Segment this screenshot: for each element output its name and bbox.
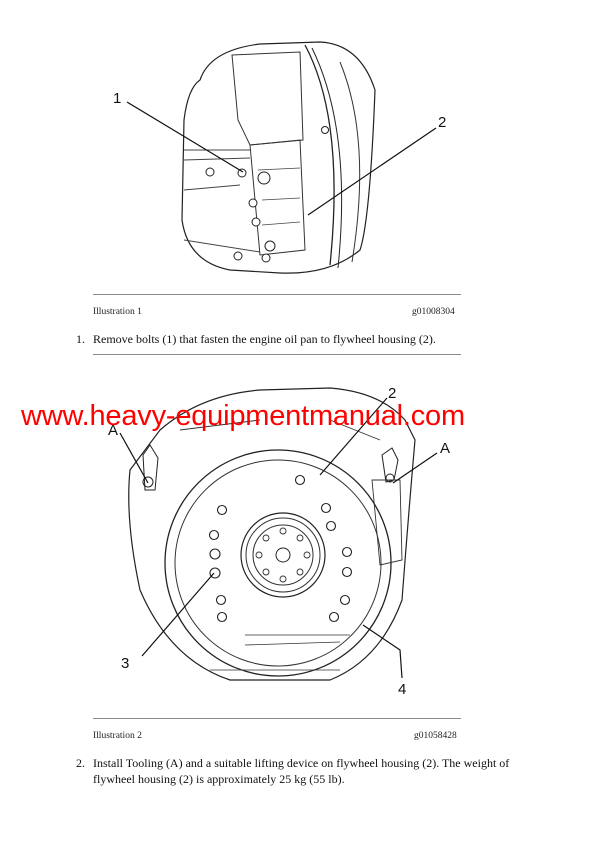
illustration-2-label: Illustration 2 bbox=[93, 731, 142, 741]
watermark-url: www.heavy-equipmentmanual.com bbox=[21, 400, 465, 432]
illustration-1-label: Illustration 1 bbox=[93, 307, 142, 317]
step-number: 1. bbox=[76, 332, 85, 346]
callout-4: 4 bbox=[398, 681, 406, 698]
step-1: 1. Remove bolts (1) that fasten the engi… bbox=[76, 331, 536, 347]
callout-2: 2 bbox=[438, 114, 446, 131]
step-text: Remove bolts (1) that fasten the engine … bbox=[93, 332, 436, 346]
divider bbox=[93, 294, 461, 295]
callout-a-right: A bbox=[440, 440, 450, 457]
callout-a-left: A bbox=[108, 422, 118, 439]
step-2: 2. Install Tooling (A) and a suitable li… bbox=[76, 755, 556, 789]
engine-oil-pan-flywheel-drawing: 1 2 bbox=[113, 41, 446, 274]
callout-2: 2 bbox=[388, 385, 396, 402]
illustration-2-code: g01058428 bbox=[414, 731, 457, 741]
callout-1: 1 bbox=[113, 90, 121, 107]
divider bbox=[93, 718, 461, 719]
step-number: 2. bbox=[76, 756, 85, 770]
illustration-1-code: g01008304 bbox=[412, 307, 455, 317]
divider bbox=[93, 354, 461, 355]
step-text: Install Tooling (A) and a suitable lifti… bbox=[93, 756, 510, 786]
callout-3: 3 bbox=[121, 655, 129, 672]
